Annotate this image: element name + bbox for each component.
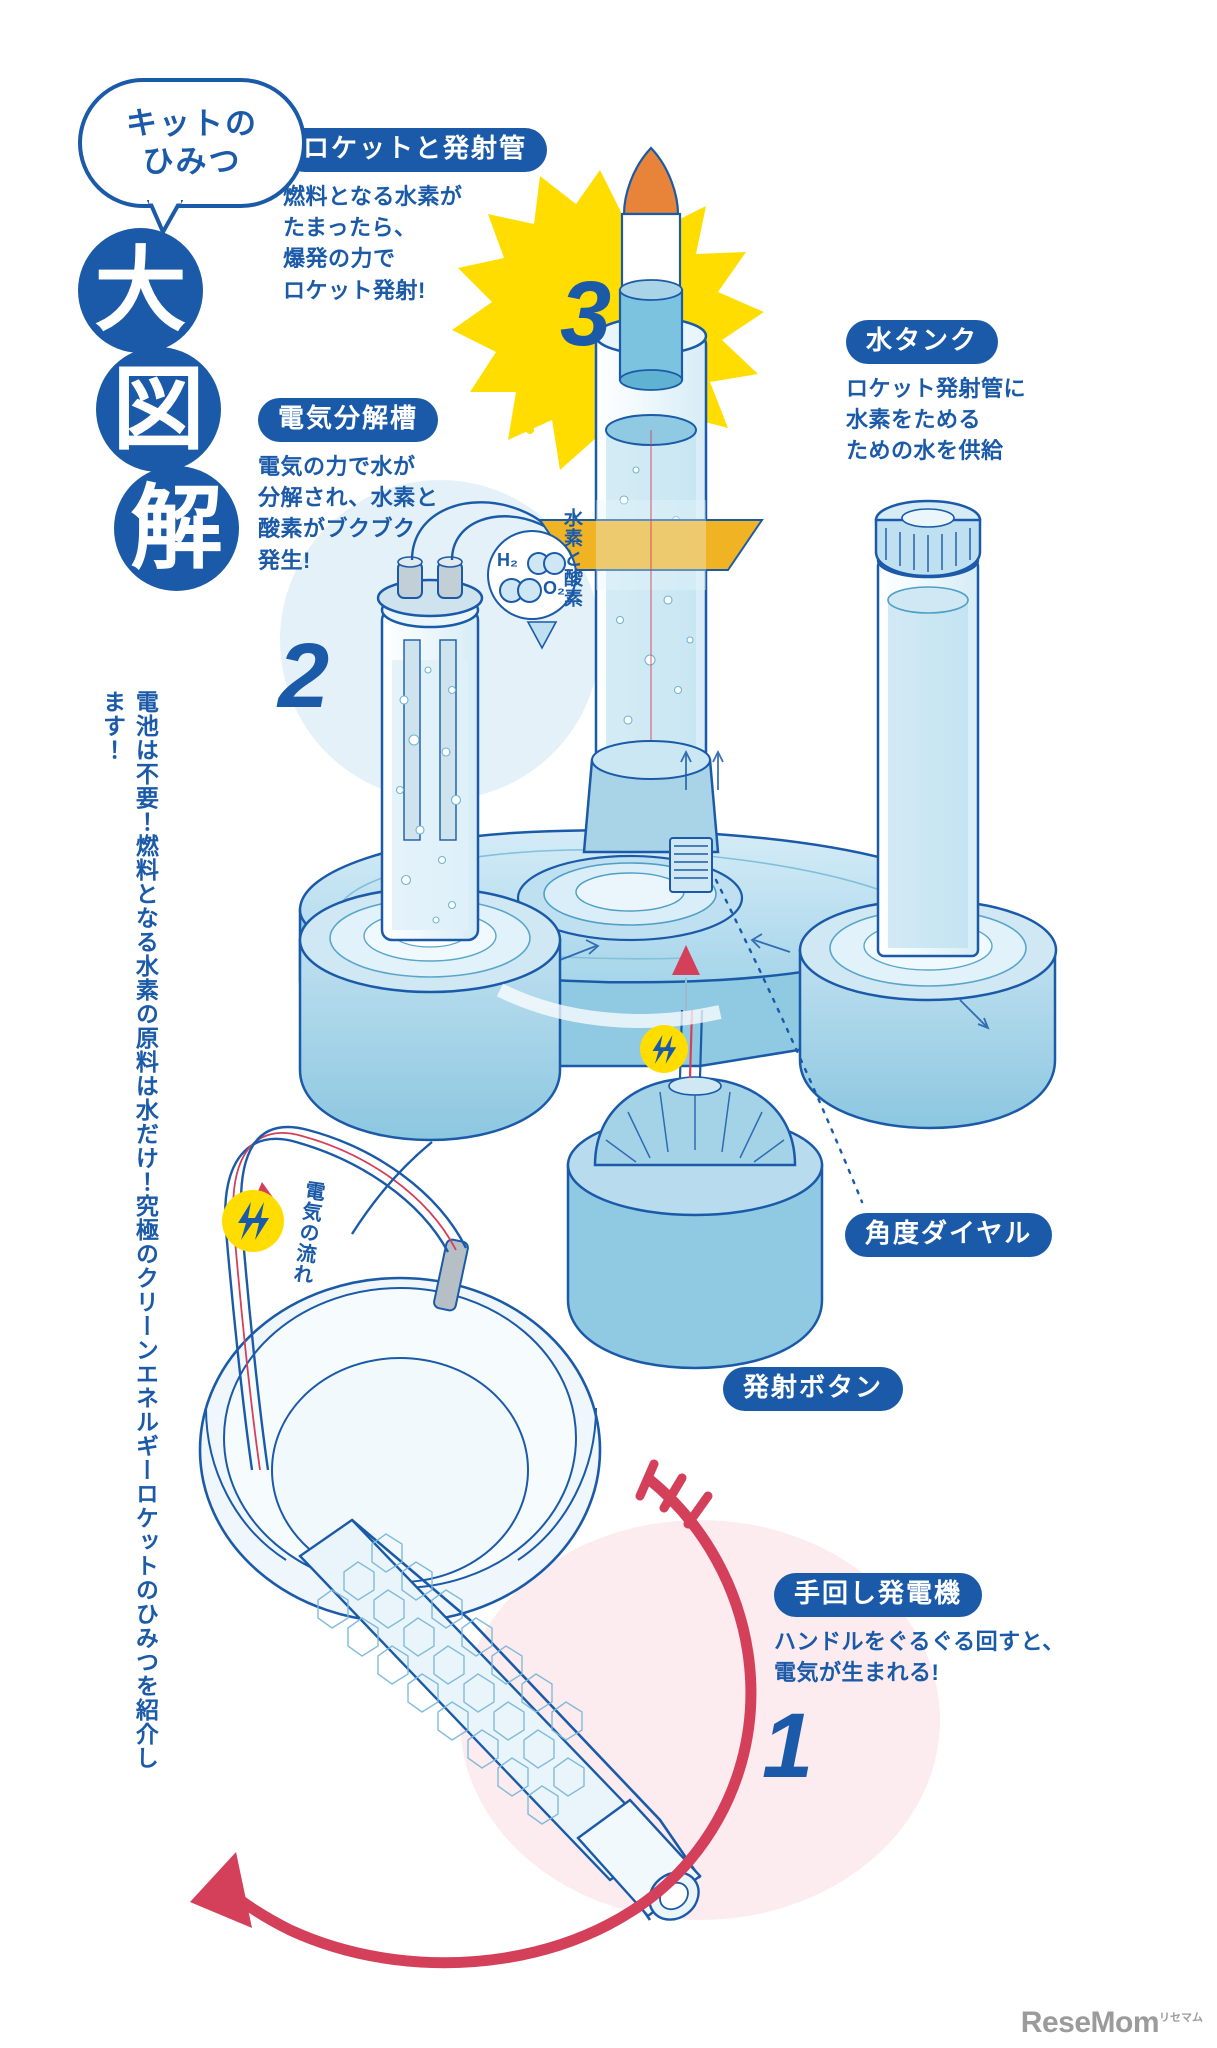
label-hand-generator-pill: 手回し発電機 (774, 1573, 983, 1617)
label-water-tank-pill: 水タンク (846, 320, 999, 364)
launch-button-module (566, 1076, 824, 1370)
bubble-line-2: ひみつ (142, 144, 242, 179)
molecule-badge: H₂ O₂ (487, 530, 577, 620)
generator-plug (433, 1238, 469, 1312)
lightning-bolt-icon (222, 1190, 284, 1252)
label-rocket-pill: ロケットと発射管 (283, 128, 548, 172)
label-rocket: ロケットと発射管 燃料となる水素が たまったら、 爆発の力で ロケット発射! (283, 128, 548, 306)
h2-atom-2 (543, 552, 566, 575)
tank-cap (874, 499, 982, 578)
title-char-2: 図 (96, 347, 221, 472)
label-hand-generator: 手回し発電機 ハンドルをぐるぐる回すと、 電気が生まれる! (774, 1573, 1065, 1688)
label-rocket-desc: 燃料となる水素が たまったら、 爆発の力で ロケット発射! (283, 183, 463, 303)
label-electrolysis: 電気分解槽 電気の力で水が 分解され、水素と 酸素がブクブク 発生! (258, 398, 439, 576)
bolt-glyph-2 (652, 1034, 677, 1064)
bolt-glyph (238, 1202, 269, 1240)
electrolysis-tube (376, 556, 484, 942)
bubble-line-1: キットの (126, 106, 258, 142)
step-number-1: 1 (762, 1695, 814, 1797)
rocket-launch-tube (538, 316, 764, 854)
label-electrolysis-pill: 電気分解槽 (258, 398, 439, 442)
label-angle-dial: 角度ダイヤル (845, 1213, 1053, 1257)
rocket-icon (618, 146, 684, 391)
speech-bubble: キットの ひみつ (78, 78, 306, 208)
label-angle-dial-pill: 角度ダイヤル (845, 1213, 1053, 1257)
watermark-text: ReseMom (1020, 2006, 1160, 2039)
step-number-3: 3 (560, 263, 612, 365)
molecule-h2-label: H₂ (497, 550, 518, 570)
page-title: 大 図 解 (78, 228, 278, 591)
rotation-arrow (190, 1459, 757, 1969)
title-char-3: 解 (114, 466, 239, 591)
electrode-terminals (397, 556, 463, 599)
label-launch-button: 発射ボタン (723, 1367, 904, 1411)
watermark-tm: リセマム (1159, 2012, 1203, 2024)
flow-arrows (559, 749, 990, 1030)
hand-generator (198, 1238, 702, 1921)
step-number-2: 2 (278, 625, 330, 727)
lightning-bolt-icon-2 (640, 1025, 688, 1073)
label-electrolysis-desc: 電気の力で水が 分解され、水素と 酸素がブクブク 発生! (258, 453, 439, 573)
label-launch-button-pill: 発射ボタン (723, 1367, 904, 1411)
molecule-o2-label: O₂ (543, 578, 565, 598)
title-char-1: 大 (78, 228, 203, 353)
water-tank (874, 499, 982, 958)
label-water-tank-desc: ロケット発射管に 水素をためる ための水を供給 (846, 375, 1027, 464)
red-arrow-up (672, 945, 700, 975)
o2-atom-2 (517, 578, 542, 603)
annotation-hydrogen-oxygen: 水素と酸素 (561, 508, 582, 608)
bubble-tail (147, 200, 183, 234)
dial-leader-line (714, 878, 864, 1204)
angle-dial (669, 837, 713, 893)
label-hand-generator-desc: ハンドルをぐるぐる回すと、 電気が生まれる! (774, 1628, 1065, 1686)
label-water-tank: 水タンク ロケット発射管に 水素をためる ための水を供給 (846, 320, 1026, 467)
lead-text: 電池は不要！燃料となる水素の原料は水だけ！究極のクリーンエネルギーロケットのひみ… (99, 690, 159, 1770)
watermark: ReseMomリセマム (1021, 2006, 1203, 2040)
